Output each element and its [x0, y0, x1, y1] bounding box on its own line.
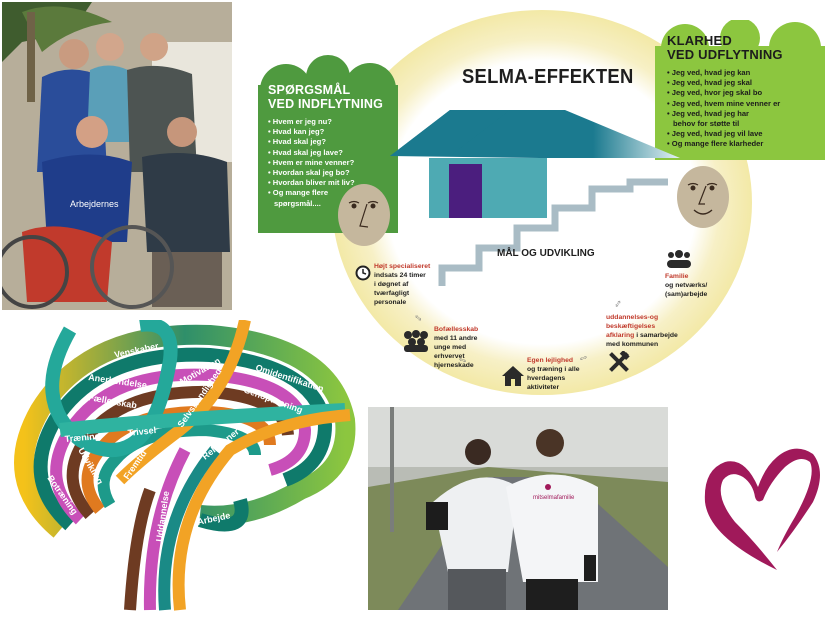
list-item: Hvem er mine venner?	[268, 158, 396, 168]
infographic-title: SELMA-EFFEKTEN	[462, 66, 634, 88]
list-item: Hvem er jeg nu?	[268, 117, 396, 127]
svg-text:Træning: Træning	[64, 431, 100, 444]
heart-logo-icon	[695, 442, 825, 577]
list-item: Jeg ved, hvem mine venner er	[667, 99, 825, 109]
list-item: Og mange flere klarheder	[667, 139, 825, 149]
goal-label: MÅL OG UDVIKLING	[497, 248, 595, 259]
brain-word-illustration: Venskaber Anerkendelse Motivation Omiden…	[0, 317, 360, 612]
clock-24-icon	[355, 265, 371, 283]
right-cloud-list: Jeg ved, hvad jeg kan Jeg ved, hvad jeg …	[667, 68, 825, 150]
group-icon	[402, 330, 430, 357]
list-item: Jeg ved, hvad jeg vil lave	[667, 129, 825, 139]
family-icon	[667, 250, 691, 273]
stairs	[438, 178, 668, 286]
runners-photo: mitselmafamilie	[368, 407, 668, 610]
left-cloud-list: Hvem er jeg nu? Hvad kan jeg? Hvad skal …	[268, 117, 396, 209]
house-icon	[502, 366, 524, 391]
list-item: behov for støtte til	[673, 119, 740, 129]
right-cloud-title-1: KLARHED	[667, 33, 732, 48]
list-item: Hvordan bliver mit liv?	[268, 178, 396, 188]
house-stairs-illustration	[390, 110, 680, 286]
list-item: Jeg ved, hvad jeg skal	[667, 78, 825, 88]
list-item: spørgsmål....	[274, 198, 321, 208]
door	[449, 164, 482, 218]
list-item: Hvad skal jeg lave?	[268, 148, 396, 158]
right-cloud-title-2: VED UDFLYTNING	[667, 47, 783, 62]
svg-text:Trivsel: Trivsel	[127, 425, 156, 438]
svg-text:mitselmafamilie: mitselmafamilie	[533, 495, 575, 501]
tools-icon	[608, 350, 630, 378]
face-right-icon	[677, 166, 729, 228]
group-photo: Arbejdernes	[2, 2, 232, 310]
list-item: Hvordan skal jeg bo?	[268, 168, 396, 178]
svg-text:Tillid: Tillid	[113, 487, 133, 510]
right-cloud-clarity: KLARHED VED UDFLYTNING Jeg ved, hvad jeg…	[655, 20, 825, 160]
list-item: Jeg ved, hvor jeg skal bo	[667, 88, 825, 98]
list-item: Jeg ved, hvad jeg kan	[667, 68, 825, 78]
face-left-icon	[338, 184, 390, 246]
house-wall	[429, 158, 547, 218]
left-cloud-questions: SPØRGSMÅL VED INDFLYTNING Hvem er jeg nu…	[258, 55, 398, 233]
left-cloud-title-2: VED INDFLYTNING	[268, 97, 384, 111]
list-item: Jeg ved, hvad jeg har	[667, 109, 825, 119]
left-cloud-title-1: SPØRGSMÅL	[268, 83, 351, 97]
list-item: Og mange flere	[268, 188, 396, 198]
svg-text:Arbejdernes: Arbejdernes	[70, 199, 119, 209]
list-item: Hvad skal jeg?	[268, 137, 396, 147]
list-item: Hvad kan jeg?	[268, 127, 396, 137]
